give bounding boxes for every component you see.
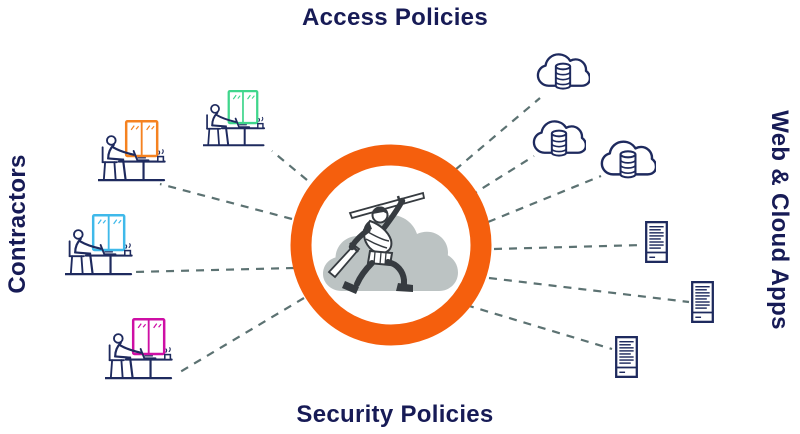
connection-line-server1 xyxy=(493,243,644,251)
cloud-database-icon-1 xyxy=(536,53,590,90)
contractor-workstation-blue xyxy=(65,214,133,276)
server-icon-2 xyxy=(691,281,714,323)
connection-line-magenta xyxy=(179,297,305,373)
connection-line-server3 xyxy=(465,303,613,351)
cloud-database-icon-3 xyxy=(600,140,656,179)
contractor-workstation-orange xyxy=(98,120,166,182)
contractor-workstation-green xyxy=(203,90,266,147)
server-icon-1 xyxy=(645,221,668,263)
contractors-label: Contractors xyxy=(4,154,31,294)
connection-lines xyxy=(132,97,690,373)
connection-line-orange xyxy=(159,182,293,221)
web-cloud-apps-label: Web & Cloud Apps xyxy=(766,110,793,330)
cloud-database-icon-2 xyxy=(532,120,586,157)
security-policies-label: Security Policies xyxy=(296,401,494,428)
connection-line-green xyxy=(271,150,308,181)
contractor-workstation-magenta xyxy=(105,318,173,380)
access-policies-label: Access Policies xyxy=(302,4,488,31)
connection-line-cloud1 xyxy=(454,97,541,171)
connection-line-cloud2 xyxy=(469,155,535,197)
server-icon-3 xyxy=(615,336,638,378)
warrior-icon xyxy=(327,191,426,294)
connection-line-server2 xyxy=(488,276,690,304)
connection-line-blue xyxy=(132,266,295,274)
connection-line-cloud3 xyxy=(487,174,602,224)
